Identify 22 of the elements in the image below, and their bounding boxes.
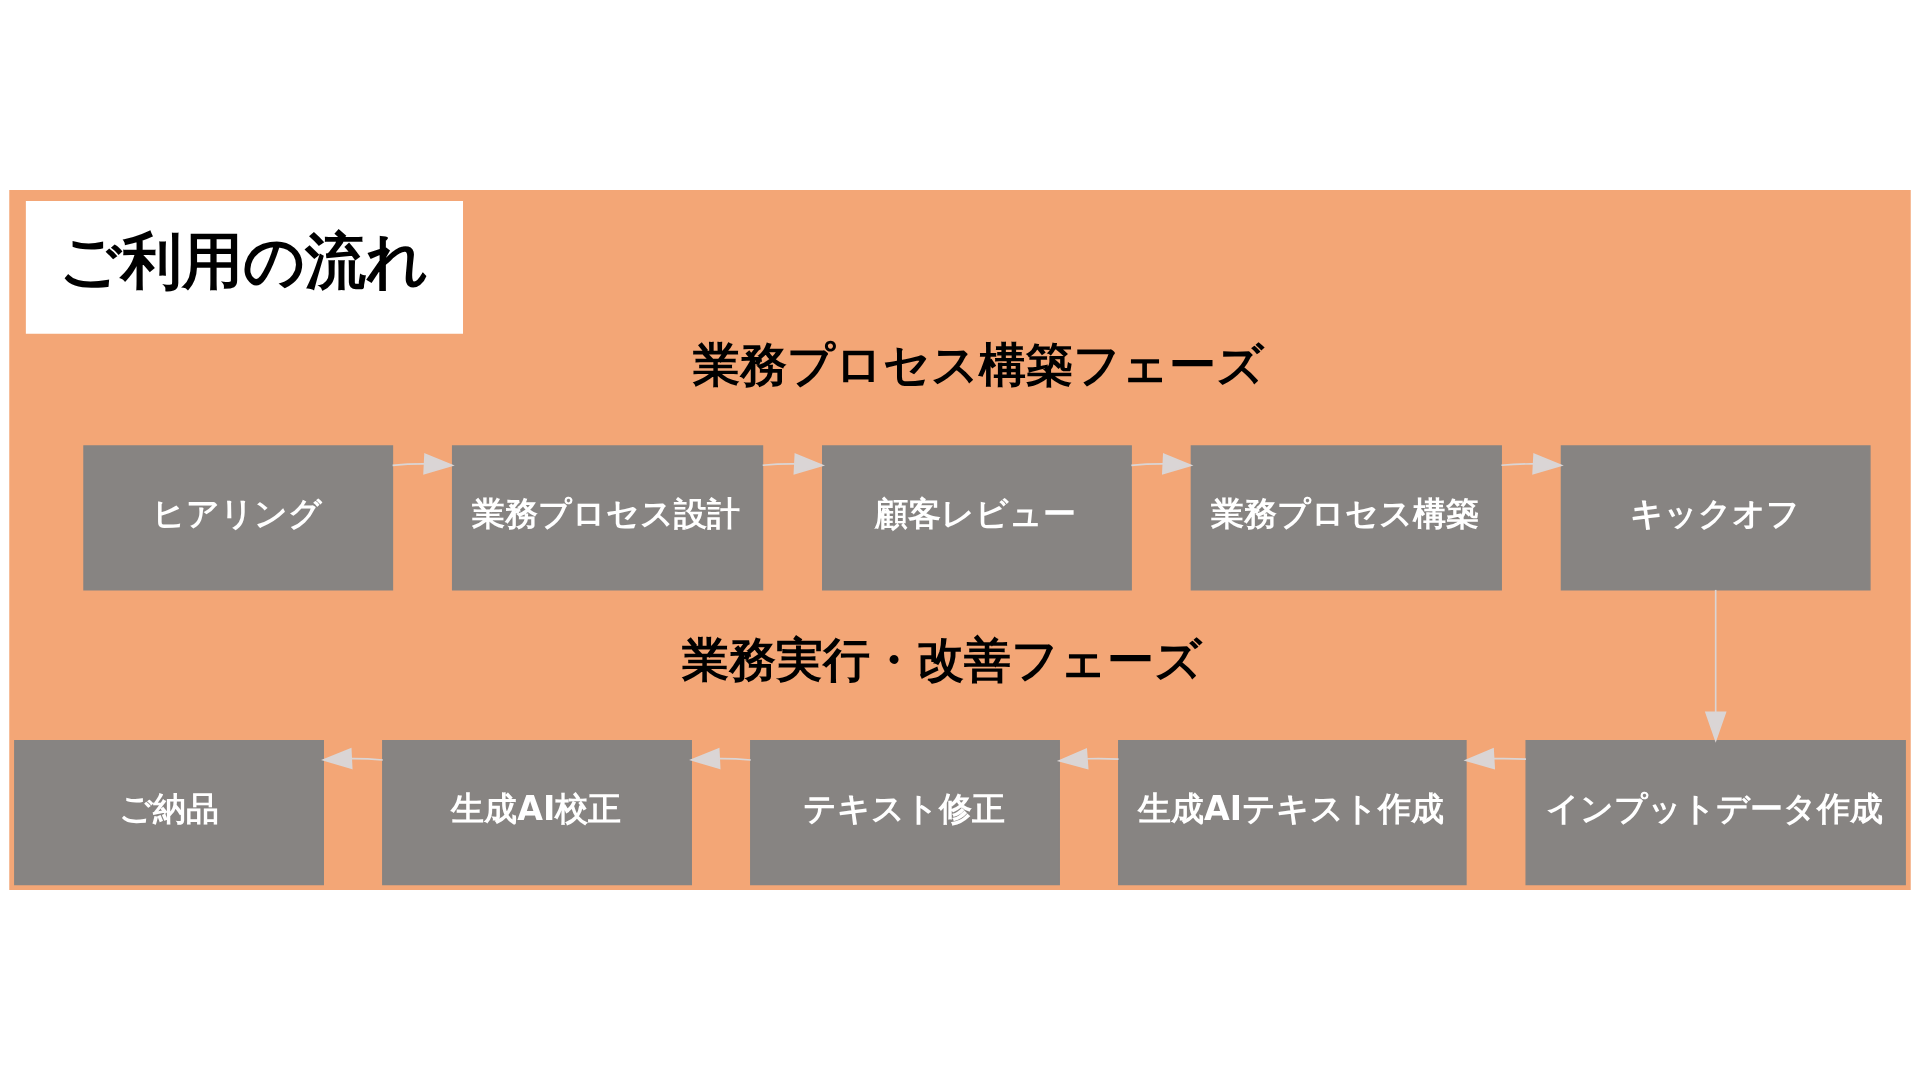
arrow <box>1704 589 1727 743</box>
node-box: ヒアリング <box>83 445 394 591</box>
arrow <box>1130 453 1194 475</box>
node-box: テキスト修正 <box>750 739 1060 886</box>
arrow <box>1463 747 1527 770</box>
node-box: 顧客レビュー <box>822 445 1132 591</box>
node-box: キックオフ <box>1560 445 1871 591</box>
arrow <box>761 453 826 475</box>
arrow <box>1500 453 1564 475</box>
arrow <box>321 747 384 770</box>
node-box: 生成AIテキスト作成 <box>1118 739 1467 886</box>
arrow <box>391 453 455 475</box>
node-box: 業務プロセス設計 <box>451 445 764 591</box>
node-box: インプットデータ作成 <box>1525 739 1906 886</box>
arrow <box>1056 747 1120 770</box>
node-box: 生成AI校正 <box>382 739 692 886</box>
diagram-title: ご利用の流れ <box>59 225 429 296</box>
label: 業務実行・改善フェーズ <box>682 631 1203 687</box>
arrow <box>689 747 752 770</box>
label: 業務プロセス構築フェーズ <box>692 337 1264 393</box>
node-box: ご納品 <box>14 739 324 886</box>
node-box: 業務プロセス構築 <box>1190 445 1502 591</box>
